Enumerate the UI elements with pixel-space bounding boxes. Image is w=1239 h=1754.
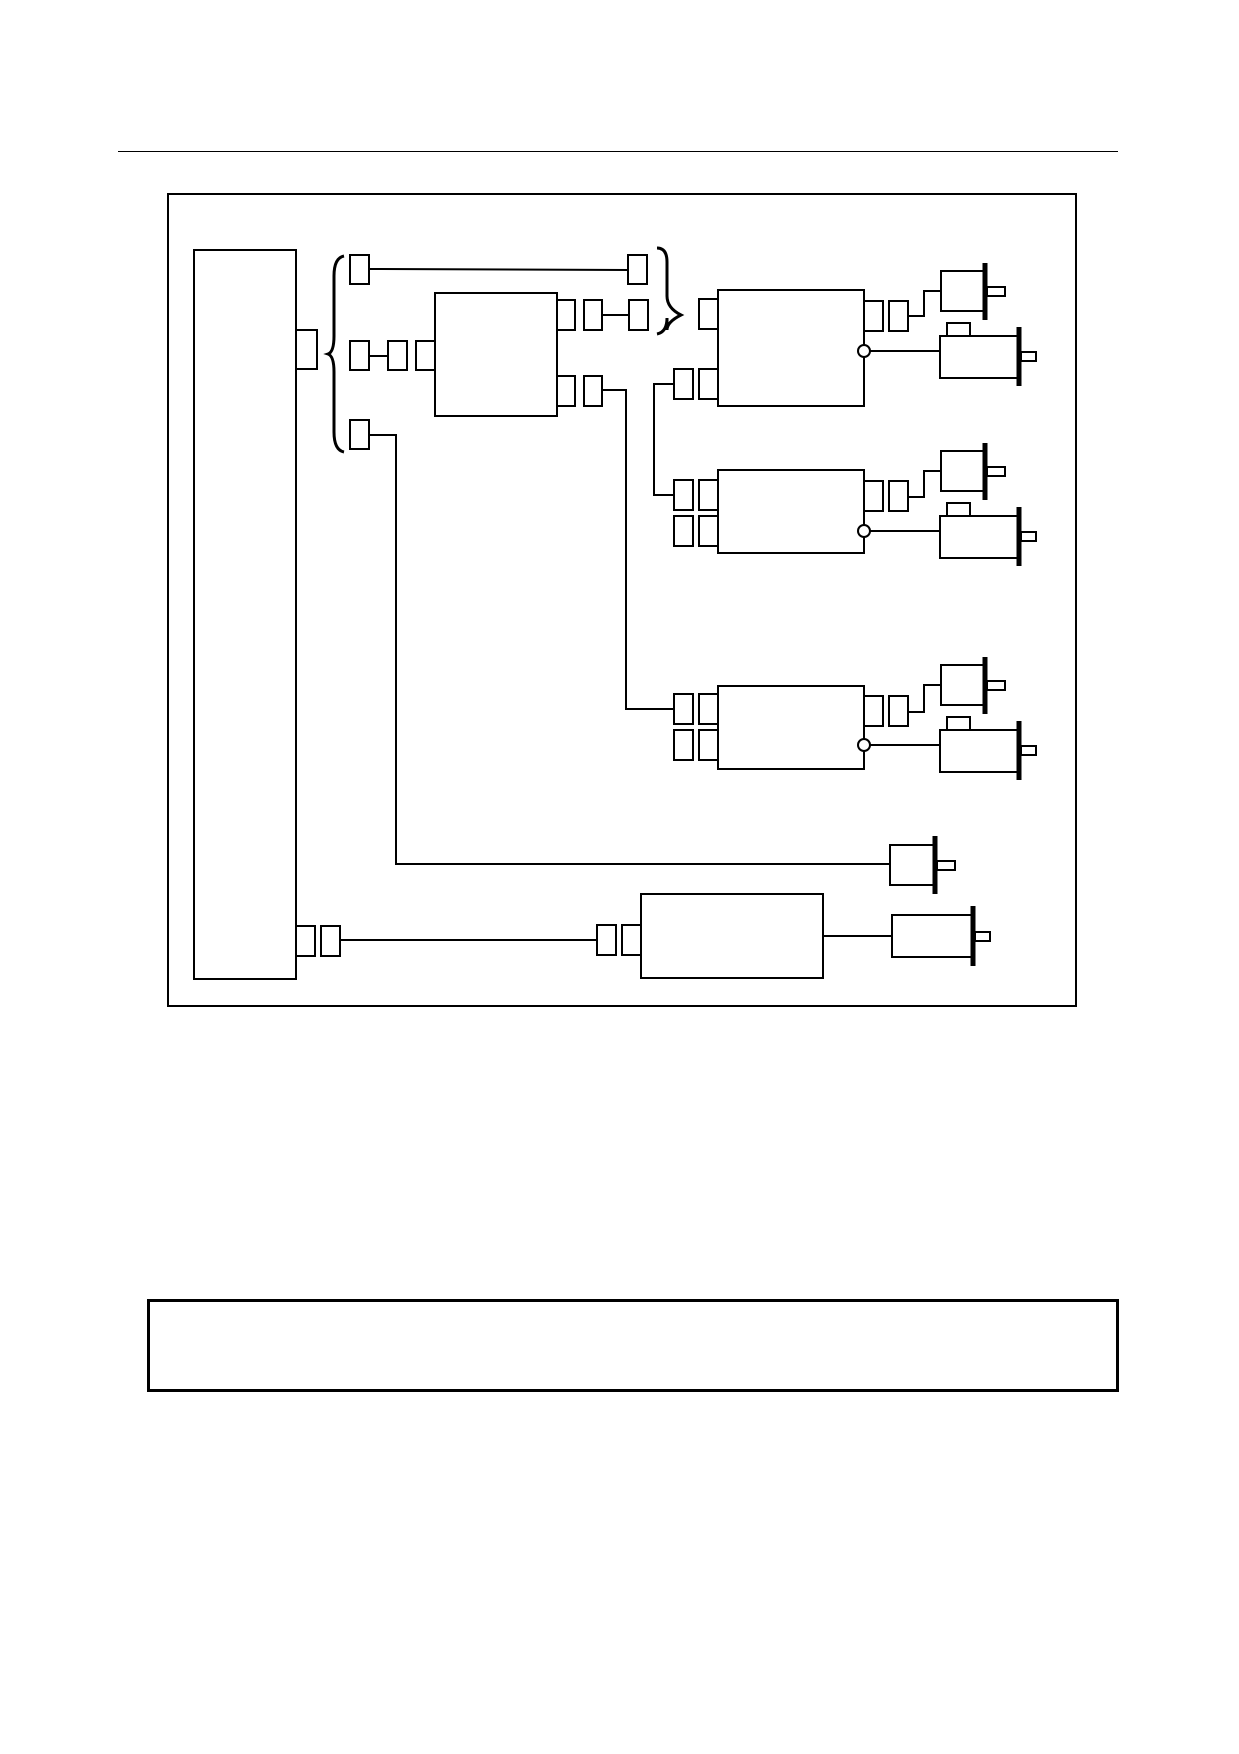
servo-motor-1: [939, 322, 1037, 386]
diagram-frame: [167, 193, 1077, 1007]
servo-amp-2: [673, 469, 941, 554]
servo-amp-3: [673, 684, 941, 770]
encoder-3: [940, 657, 1006, 714]
servo-motor-2: [939, 502, 1037, 566]
branch-2-connector-c: [415, 340, 436, 371]
encoder-1: [940, 263, 1006, 320]
amp-out-upper-b: [583, 299, 603, 331]
system-configuration-diagram: [167, 193, 1077, 1007]
branch-2-connector-a: [349, 340, 370, 371]
amp-out-upper-a: [556, 299, 576, 331]
branch-1-end-connector: [627, 254, 648, 285]
brace-left: [323, 254, 345, 454]
controller-unit: [193, 249, 297, 980]
encoder-2: [940, 443, 1006, 500]
servo-motor-3: [939, 716, 1037, 780]
amplifier-unit: [434, 292, 558, 417]
caption-box: [147, 1299, 1119, 1392]
caption-text: [150, 1302, 1116, 1342]
separate-detector: [889, 836, 956, 894]
amp-out-lower-a: [556, 375, 576, 407]
controller-port-lower-1: [295, 925, 316, 957]
controller-port-lower-2: [320, 925, 341, 957]
controller-port-upper: [295, 329, 318, 370]
header-rule: [118, 151, 1118, 152]
branch-3-connector: [349, 419, 370, 450]
amp-out-lower-b: [583, 375, 603, 407]
servo-amp-1: [673, 289, 941, 407]
branch-2-connector-b: [387, 340, 408, 371]
wiring: [340, 268, 892, 941]
spindle-motor: [891, 906, 991, 966]
amp-out-upper-c: [628, 299, 649, 331]
branch-1-connector: [349, 254, 370, 285]
brace-right: [656, 246, 685, 336]
spindle-amp: [596, 893, 824, 979]
